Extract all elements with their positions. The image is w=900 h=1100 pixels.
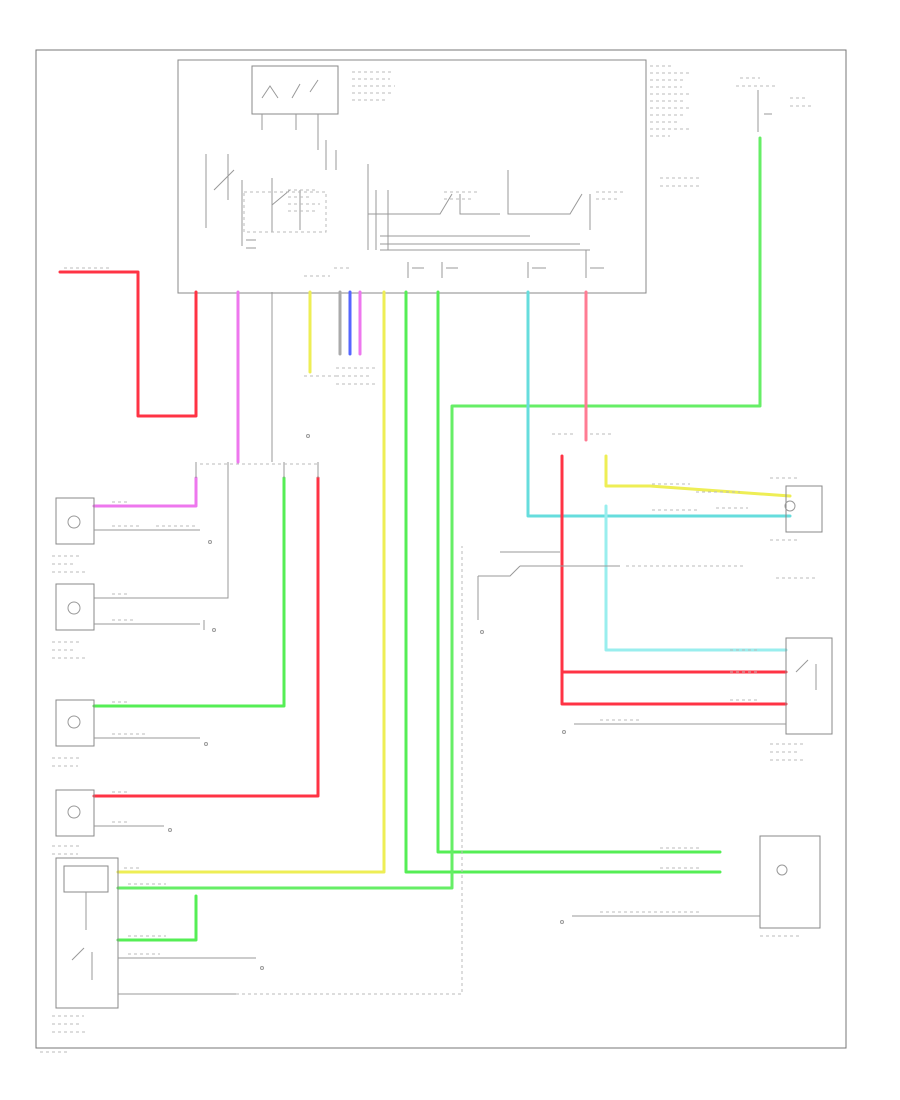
wire-cyan: [526, 290, 792, 518]
wire-green-drl: [92, 476, 286, 708]
ground-branch: [477, 551, 746, 620]
wire-yellow-right: [604, 454, 792, 498]
ground-points: [168, 434, 566, 970]
wire-red-drl: [92, 476, 320, 798]
wire-violet-lower: [92, 476, 198, 508]
right-daytime-running-light: [52, 789, 164, 855]
left-headlight: [572, 835, 821, 937]
wire-green-center-2: [436, 290, 722, 854]
relay-label-lines: [352, 71, 395, 101]
wire-green-long: [116, 136, 762, 890]
left-front-turn-light: [52, 497, 200, 573]
wire-red-dimmer-2: [560, 670, 788, 706]
wires: [58, 136, 792, 942]
connector-stubs: [195, 462, 319, 478]
internal-relays: [205, 140, 626, 251]
wire-green-center-1: [404, 290, 722, 874]
right-headlight: [770, 477, 823, 579]
wire-cyan-lower: [604, 504, 788, 652]
left-daytime-running-light: [52, 699, 200, 767]
wire-red-left: [58, 270, 198, 418]
fuse-relay-box: [177, 59, 700, 294]
wire-labels: [64, 267, 760, 955]
wire-white-2: [94, 478, 229, 599]
right-front-turn-light: [52, 583, 205, 659]
wire-green-switch: [116, 894, 198, 942]
diagram-frame: [35, 49, 847, 1049]
fuse-feed-top-right: [736, 77, 812, 132]
dimmer-relay: [574, 637, 833, 761]
fuse-row: [241, 230, 604, 278]
top-relay: [251, 65, 395, 150]
combination-switch: [52, 546, 463, 1033]
box-notes: [650, 65, 700, 187]
wire-yellow: [116, 290, 386, 874]
